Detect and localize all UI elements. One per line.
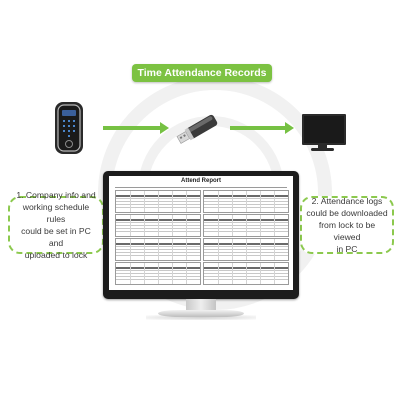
- report-table-column: [158, 215, 159, 236]
- note-left-line: uploaded to lock: [24, 250, 88, 260]
- report-table-column: [130, 239, 131, 260]
- report-table-column: [274, 215, 275, 236]
- report-table-column: [144, 239, 145, 260]
- report-table-block: [115, 190, 201, 213]
- note-left: 1. Company info and working schedule rul…: [8, 190, 104, 260]
- report-table-column: [130, 191, 131, 212]
- report-table-column: [246, 239, 247, 260]
- report-table-block: [203, 262, 289, 285]
- report-table-column: [186, 215, 187, 236]
- note-left-line: could be set in PC and: [21, 226, 91, 248]
- report-table-column: [158, 239, 159, 260]
- monitor-stand-base: [158, 310, 244, 317]
- report-table-block: [203, 214, 289, 237]
- report-table-column: [186, 263, 187, 284]
- note-right: 2. Attendance logs could be downloaded f…: [300, 196, 394, 254]
- title-text: Time Attendance Records: [137, 67, 267, 79]
- note-right-line: 2. Attendance logs: [311, 196, 383, 206]
- monitor-shadow: [146, 315, 256, 320]
- report-table-column: [260, 239, 261, 260]
- report-title: Attend Report: [181, 178, 221, 184]
- report-table-block: [203, 190, 289, 213]
- report-table-column: [260, 191, 261, 212]
- report-table-column: [232, 239, 233, 260]
- report-table-column: [144, 191, 145, 212]
- report-table-column: [144, 215, 145, 236]
- report-table-column: [158, 263, 159, 284]
- report-table-column: [232, 215, 233, 236]
- note-right-line: could be downloaded: [306, 208, 388, 218]
- report-table-block: [115, 238, 201, 261]
- note-left-line: 1. Company info and: [16, 190, 96, 200]
- report-table-column: [144, 263, 145, 284]
- smart-lock-icon: [55, 102, 83, 154]
- report-table-column: [246, 215, 247, 236]
- report-table-column: [218, 263, 219, 284]
- report-table-column: [246, 191, 247, 212]
- report-table-column: [172, 191, 173, 212]
- report-table-column: [218, 215, 219, 236]
- report-table-column: [274, 263, 275, 284]
- title-badge: Time Attendance Records: [132, 64, 272, 82]
- report-table-column: [260, 215, 261, 236]
- monitor-stand-neck: [186, 299, 216, 312]
- report-table-column: [130, 215, 131, 236]
- report-table-block: [115, 262, 201, 285]
- report-table-column: [218, 191, 219, 212]
- report-table-column: [172, 215, 173, 236]
- report-table-column: [158, 191, 159, 212]
- report-divider: [115, 187, 287, 188]
- report-table-column: [172, 263, 173, 284]
- report-table-column: [186, 191, 187, 212]
- report-table-column: [186, 239, 187, 260]
- monitor-screen: Attend Report: [109, 176, 293, 290]
- report-table-block: [115, 214, 201, 237]
- note-right-line: in PC: [336, 244, 358, 254]
- report-table-column: [130, 263, 131, 284]
- report-table-column: [246, 263, 247, 284]
- report-table-column: [218, 239, 219, 260]
- note-right-line: from lock to be viewed: [318, 220, 376, 242]
- report-table-column: [274, 239, 275, 260]
- note-left-line: working schedule rules: [22, 202, 90, 224]
- report-table-block: [203, 238, 289, 261]
- report-table-column: [260, 263, 261, 284]
- report-table-column: [232, 191, 233, 212]
- report-table-column: [232, 263, 233, 284]
- report-table-column: [172, 239, 173, 260]
- usb-drive-icon: [176, 114, 218, 144]
- report-table-column: [274, 191, 275, 212]
